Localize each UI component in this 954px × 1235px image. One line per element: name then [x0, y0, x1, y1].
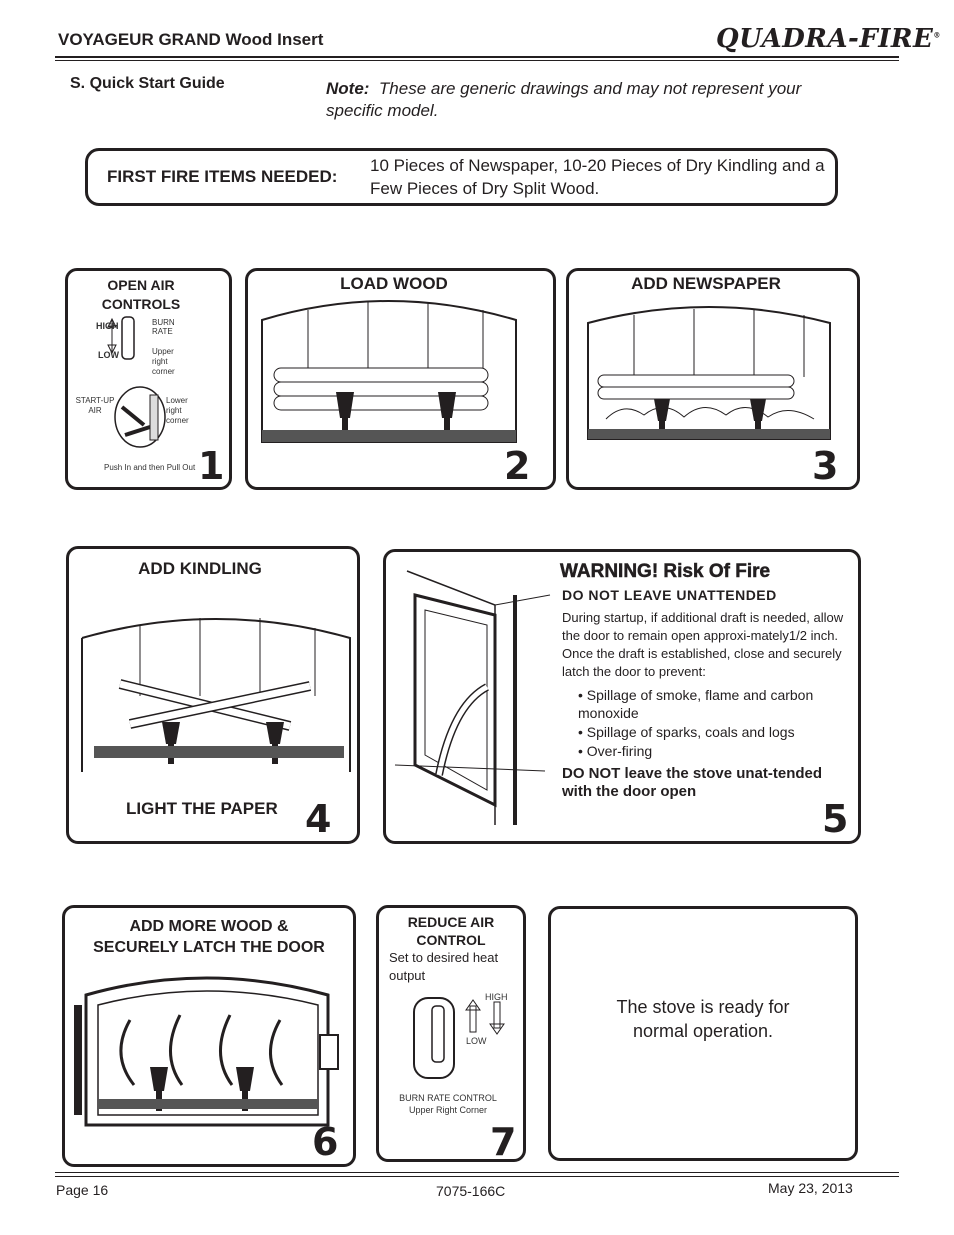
- warning-final: DO NOT leave the stove unat-tended with …: [562, 765, 823, 800]
- step-7-number: 7: [490, 1120, 517, 1164]
- door-ajar-drawing: [394, 570, 551, 825]
- footer-rule: [55, 1172, 899, 1173]
- header-rule: [55, 56, 899, 58]
- header-rule-thin: [55, 60, 899, 61]
- push-pull-instruction: Push In and then Pull Out: [104, 463, 196, 472]
- document-number: 7075-166C: [436, 1183, 506, 1199]
- step-1-panel: [65, 268, 232, 490]
- step-1-number: 1: [198, 444, 225, 488]
- control-high-label: HIGH: [485, 992, 508, 1002]
- control-low-label: LOW: [466, 1036, 487, 1046]
- air-low-label: LOW: [98, 350, 119, 360]
- section-title: S. Quick Start Guide: [70, 75, 225, 92]
- first-fire-box: [85, 148, 838, 206]
- step-3-title: ADD NEWSPAPER: [631, 274, 781, 293]
- startup-air-label: START-UP AIR: [75, 396, 115, 415]
- page-number: Page 16: [56, 1182, 109, 1198]
- step-4-subtitle: LIGHT THE PAPER: [126, 799, 278, 818]
- warning-list: • Spillage of smoke, flame and carbon mo…: [578, 686, 848, 761]
- air-controls-drawing: [107, 316, 166, 448]
- first-fire-items: 10 Pieces of Newspaper, 10-20 Pieces of …: [370, 156, 825, 198]
- step-6-panel: [62, 905, 356, 1167]
- burn-rate-label: BURN RATE: [152, 318, 175, 336]
- warning-body: During startup, if additional draft is n…: [562, 610, 844, 679]
- step-4-number: 4: [305, 797, 332, 841]
- brand-logo: QUADRA-FIRE®: [716, 24, 941, 54]
- step-6-number: 6: [312, 1120, 339, 1164]
- document-date: May 23, 2013: [768, 1180, 853, 1196]
- document-title: VOYAGEUR GRAND Wood Insert: [58, 30, 324, 49]
- step-3-number: 3: [812, 444, 839, 488]
- upper-right-label: Upper right corner: [152, 347, 175, 376]
- warning-list-item: • Over-firing: [578, 743, 653, 759]
- step-7-description: Set to desired heat output: [389, 950, 499, 983]
- add-kindling-drawing: [81, 618, 351, 772]
- step-2-number: 2: [504, 444, 531, 488]
- footer-rule-thin: [55, 1176, 899, 1177]
- ready-panel: [548, 906, 858, 1161]
- step-6-title: ADD MORE WOOD &SECURELY LATCH THE DOOR: [93, 918, 325, 956]
- warning-list-item: • Spillage of sparks, coals and logs: [578, 724, 795, 740]
- add-newspaper-drawing: [587, 306, 831, 440]
- warning-title: WARNING! Risk Of Fire: [560, 561, 771, 583]
- step-4-title: ADD KINDLING: [138, 559, 262, 578]
- step-4-panel: [66, 546, 360, 844]
- step-2-title: LOAD WOOD: [340, 274, 448, 293]
- burn-rate-control-drawing: [413, 997, 505, 1079]
- step-5-number: 5: [822, 797, 849, 841]
- add-more-wood-drawing: [74, 976, 339, 1127]
- first-fire-label: FIRST FIRE ITEMS NEEDED:: [107, 167, 338, 186]
- warning-list-item: • Spillage of smoke, flame and carbon mo…: [578, 687, 814, 721]
- air-high-label: HIGH: [96, 321, 119, 331]
- warning-subtitle: DO NOT LEAVE UNATTENDED: [562, 587, 777, 603]
- load-wood-drawing: [261, 300, 517, 443]
- lower-right-label: Lower right corner: [166, 396, 189, 425]
- generic-drawing-note: Note: These are generic drawings and may…: [326, 79, 802, 120]
- ready-message: The stove is ready for normal operation.: [616, 997, 790, 1041]
- step-7-panel: [376, 905, 526, 1162]
